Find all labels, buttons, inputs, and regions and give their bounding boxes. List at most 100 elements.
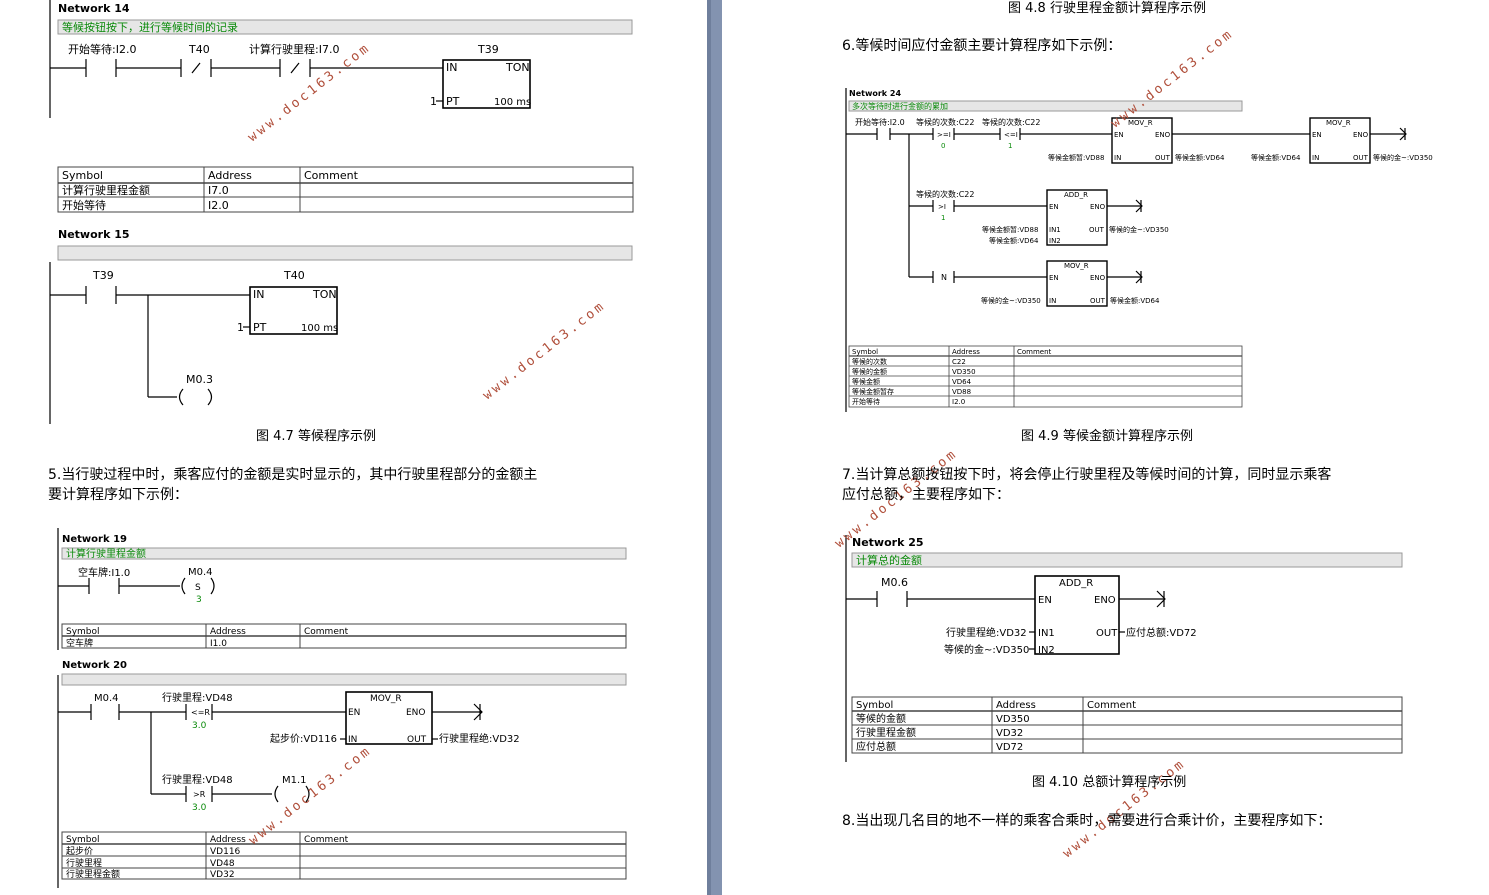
net20-comment-bar [61,673,627,686]
net19-contact-label: 空车牌:I1.0 [78,566,130,579]
figure-caption-4-10: 图 4.10 总额计算程序示例 [1032,775,1187,790]
net15-contact-label: T39 [92,269,114,282]
net24-cmp2-op: <=I [1004,131,1018,139]
table-cell: VD116 [210,847,241,857]
paragraph-6: 6.等候时间应付金额主要计算程序如下示例： [842,38,1122,54]
paragraph-5-line2: 要计算程序如下示例： [48,487,188,503]
net24-box3-in2: IN2 [1049,237,1061,245]
net24-box4-in: IN [1049,297,1056,305]
table-cell: I2.0 [952,398,965,406]
table-cell: I2.0 [208,199,229,212]
net19-comment-bar [61,547,627,560]
net14-box-in: IN [446,61,457,74]
net15-timer-label: T40 [283,269,305,282]
net14-symbol-table [57,166,634,213]
net24-contact-label: 开始等待:I2.0 [855,117,905,127]
net24-box2-out-label: 等候的金~:VD350 [1373,153,1433,162]
net15-comment-bar [57,245,633,261]
page-gutter-shade [707,0,711,895]
paragraph-7-line1: 7.当计算总额按钮按下时，将会停止行驶里程及等候时间的计算，同时显示乘客 [842,467,1332,483]
net24-cmp3-label: 等候的次数:C22 [916,189,974,199]
net24-box3-en: EN [1049,203,1059,211]
table-cell: 起步价 [66,846,93,857]
net24-box4-out-label: 等候金额:VD64 [1110,296,1160,305]
net24-box1-name: MOV_R [1128,119,1153,127]
net25-en: EN [1038,595,1052,606]
net25-symbol-table [851,696,1403,754]
net24-cmp1-op: >=I [937,131,951,139]
net19-coil-s: S [195,583,201,593]
net19-coil-n: 3 [196,595,202,605]
net24-box4-in-label: 等候的金~:VD350 [981,296,1041,305]
table-header: Address [952,348,980,356]
net24-box3-in1: IN1 [1049,226,1061,234]
net15-ms: 100 ms [301,323,338,334]
net24-cmp3-val: 1 [941,214,945,222]
net24-comment-bar [848,100,1243,112]
net24-box3-in1-label: 等候金额暂:VD88 [982,225,1038,234]
right-page: Network 24 多次等待时进行金额的累加 开始等待:I2.0 等候的次数:… [722,0,1489,895]
net24-box3-name: ADD_R [1064,191,1088,199]
net14-contact2-label: T40 [188,43,210,56]
table-header: Comment [304,627,349,637]
table-cell: VD64 [952,378,972,386]
net19-comment: 计算行驶里程金额 [66,547,146,560]
net20-box-name: MOV_R [370,694,402,704]
table-cell: I1.0 [210,639,227,649]
net14-comment: 等候按钮按下，进行等候时间的记录 [62,20,238,34]
table-header: Address [996,700,1036,711]
net20-cmp2-label: 行驶里程:VD48 [162,773,233,786]
table-cell: 开始等待 [62,198,106,212]
table-header: Address [208,169,252,182]
net14-ms: 100 ms [494,97,531,108]
table-cell: VD350 [952,368,976,376]
net20-cmp2-val: 3.0 [192,803,207,813]
table-header: Address [210,627,246,637]
paragraph-5-line1: 5.当行驶过程中时，乘客应付的金额是实时显示的，其中行驶里程部分的金额主 [48,467,538,483]
net24-box1-en: EN [1114,131,1124,139]
net24-cmp3-op: >I [938,203,946,211]
table-header: Symbol [852,348,878,356]
net25-in1: IN1 [1038,628,1055,639]
net24-box2-out: OUT [1353,154,1369,162]
table-cell: 等候金额 [852,377,880,386]
net24-box3-in2-label: 等候金额:VD64 [989,236,1039,245]
net20-coil2-label: M1.1 [282,775,307,786]
net25-eno: ENO [1094,595,1116,606]
net24-box4-en: EN [1049,274,1059,282]
net15-box-ton: TON [312,288,337,301]
net15-coil-label: M0.3 [186,373,213,386]
table-cell: 应付总额 [856,740,896,753]
table-cell: VD48 [210,859,235,869]
table-header: Address [210,835,246,845]
table-cell: VD32 [210,870,235,880]
net24-box4-eno: ENO [1090,274,1106,282]
net25-in2-label: 等候的金~:VD350 [944,643,1029,656]
table-header: Symbol [66,835,100,845]
right-page-diagrams: Network 24 多次等待时进行金额的累加 开始等待:I2.0 等候的次数:… [832,26,1433,861]
net19-title: Network 19 [62,534,127,545]
table-cell: 行驶里程金额 [856,726,916,739]
table-cell: VD32 [996,728,1023,739]
table-cell: 行驶里程 [66,857,102,869]
net20-cmp1-val: 3.0 [192,721,207,731]
paragraph-7-line2: 应付总额，主要程序如下： [842,487,1010,503]
net24-box1-out: OUT [1155,154,1171,162]
net25-comment: 计算总的金额 [856,553,922,567]
net24-cmp2-val: 1 [1008,142,1012,150]
table-header: Comment [304,169,359,182]
left-page: Network 14 等候按钮按下，进行等候时间的记录 开始等待:I2.0 T4… [0,0,707,895]
net15-title: Network 15 [58,228,130,241]
net24-box3-out-label: 等候的金~:VD350 [1109,225,1169,234]
table-cell: I7.0 [208,184,229,197]
net20-eno: ENO [406,708,426,718]
figure-caption-4-7: 图 4.7 等候程序示例 [256,429,376,444]
paragraph-7: 7.当计算总额按钮按下时，将会停止行驶里程及等候时间的计算，同时显示乘客 应付总… [842,465,1442,505]
net19-coil-label: M0.4 [188,567,213,578]
net24-title: Network 24 [849,89,901,98]
net20-cmp2-op: >R [193,790,206,799]
net20-en: EN [348,708,360,718]
net25-box-name: ADD_R [1059,578,1093,589]
net25-out: OUT [1096,628,1118,639]
net24-box2-name: MOV_R [1326,119,1351,127]
